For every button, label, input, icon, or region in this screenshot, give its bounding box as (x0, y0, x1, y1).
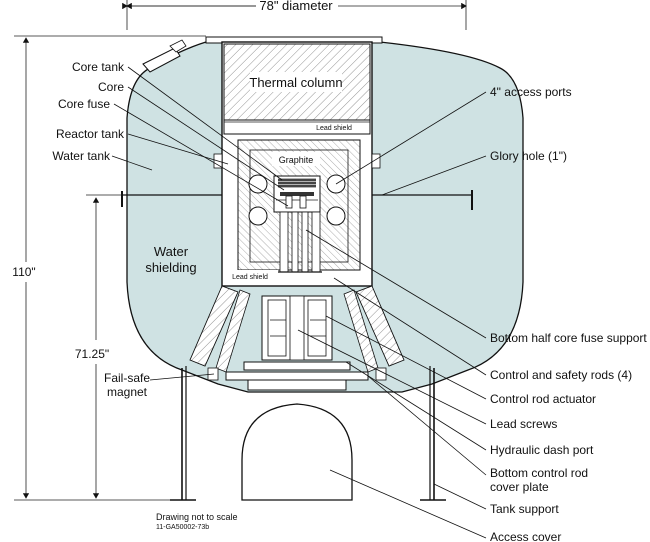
conical-supports (189, 285, 405, 373)
label-lead-screws: Lead screws (490, 417, 557, 431)
water-shielding-label-1: Water (154, 244, 189, 259)
thermal-column-label-bg (250, 72, 342, 92)
not-to-scale-note: Drawing not to scale (156, 512, 238, 522)
label-core: Core (98, 80, 124, 94)
control-rod-drives (261, 295, 333, 361)
graphite-label: Graphite (279, 155, 314, 165)
label-control-rod-actuator: Control rod actuator (490, 392, 596, 406)
label-access-ports: 4" access ports (490, 85, 572, 99)
label-fail-safe-1: Fail-safe (104, 371, 150, 385)
label-control-safety-rods: Control and safety rods (4) (490, 368, 632, 382)
label-bottom-half-core-fuse-support: Bottom half core fuse support (490, 331, 647, 345)
water-shielding-label-2: shielding (145, 260, 196, 275)
label-glory-hole: Glory hole (1") (490, 149, 567, 163)
glory-hole-flanges (121, 190, 473, 210)
access-cover-arch (241, 403, 353, 501)
label-core-fuse: Core fuse (58, 97, 110, 111)
top-hatch-fitting (142, 39, 187, 73)
control-rods-upper (276, 211, 322, 273)
label-tank-support: Tank support (490, 502, 559, 516)
label-bottom-cover-1: Bottom control rod (490, 466, 588, 480)
label-fail-safe-2: magnet (107, 385, 148, 399)
height-support-label: 71.25" (75, 347, 109, 361)
tank-support (170, 366, 446, 501)
dimension-height-support (86, 194, 122, 499)
label-water-tank: Water tank (52, 149, 111, 163)
dimension-diameter (122, 0, 467, 30)
label-access-cover: Access cover (490, 530, 561, 542)
lead-shield-bottom-label: Lead shield (232, 274, 268, 281)
diameter-label: 78" diameter (259, 0, 333, 13)
label-reactor-tank: Reactor tank (56, 127, 125, 141)
label-core-tank: Core tank (72, 60, 125, 74)
right-leaders (297, 91, 487, 539)
lead-shield-top-label: Lead shield (316, 125, 352, 132)
lead-shield-top (223, 119, 371, 135)
thermal-column-label: Thermal column (249, 75, 342, 90)
label-bottom-cover-2: cover plate (490, 480, 549, 494)
core (273, 175, 321, 213)
left-leaders (111, 66, 289, 381)
height-total-label: 110" (12, 265, 35, 279)
label-hydraulic-dash-port: Hydraulic dash port (490, 443, 594, 457)
drawing-id: 11-GA50002-73b (156, 524, 209, 531)
dimension-height-total (14, 35, 206, 501)
